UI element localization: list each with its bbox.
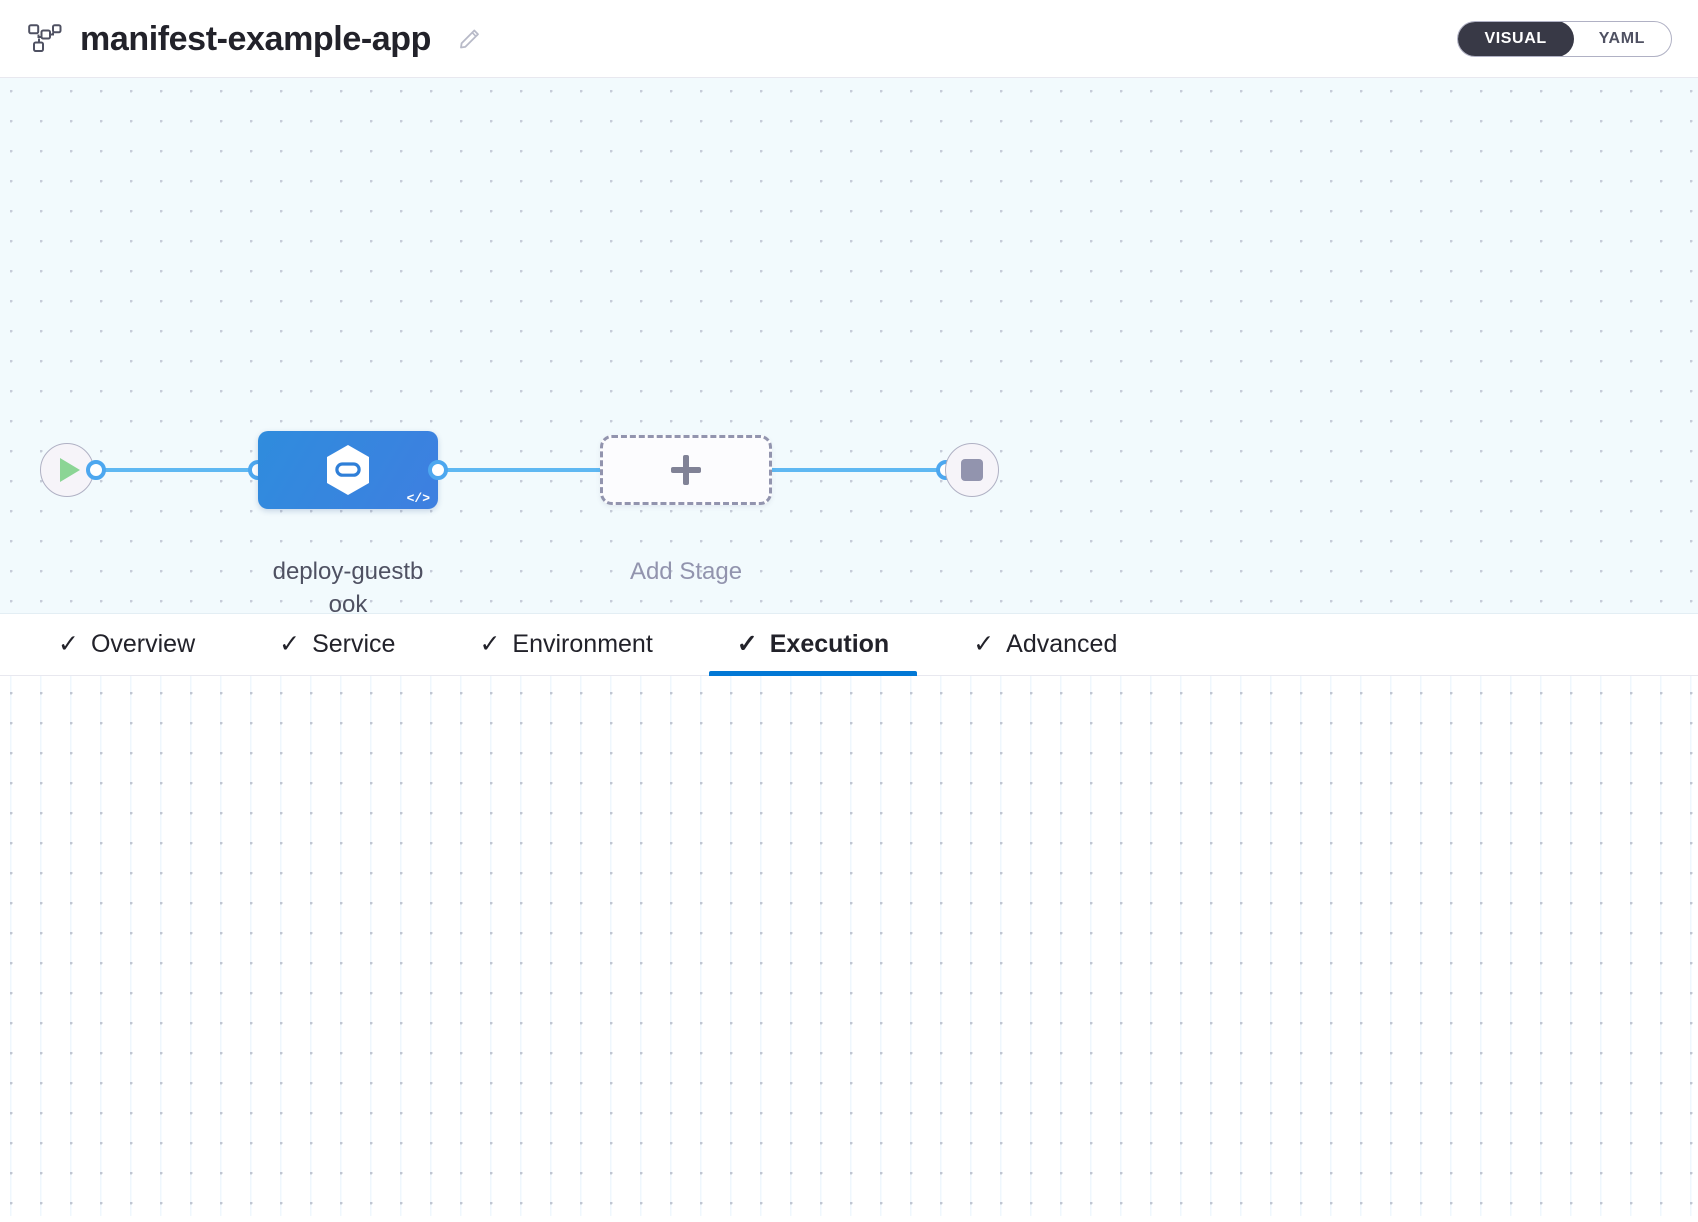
tab-service[interactable]: ✓ Service (251, 614, 423, 675)
stage-node-label: deploy-guestbook (272, 558, 424, 614)
header-left-group: manifest-example-app (28, 22, 483, 56)
edge-stage-to-addstage (425, 468, 605, 472)
check-icon: ✓ (58, 630, 79, 658)
tab-execution[interactable]: ✓ Execution (708, 614, 918, 676)
tab-advanced[interactable]: ✓ Advanced (945, 614, 1145, 675)
pipeline-start-node (40, 443, 94, 497)
port-stage-out (428, 460, 448, 480)
tab-label: Execution (769, 630, 890, 658)
check-icon: ✓ (736, 630, 758, 658)
tab-label: Overview (90, 630, 196, 658)
harness-cd-hexagon-icon (321, 443, 375, 497)
view-toggle-visual[interactable]: VISUAL (1458, 21, 1574, 56)
tab-label: Environment (512, 630, 653, 658)
tab-label: Service (312, 630, 396, 658)
pipeline-hierarchy-icon (28, 23, 62, 52)
stop-icon (961, 459, 983, 481)
view-mode-toggle[interactable]: VISUAL YAML (1457, 20, 1672, 57)
tab-overview[interactable]: ✓ Overview (30, 614, 223, 675)
check-icon: ✓ (973, 630, 995, 658)
plus-icon (671, 455, 701, 485)
port-start-out (86, 460, 106, 480)
tab-environment[interactable]: ✓ Environment (451, 614, 680, 675)
add-stage-label: Add Stage (629, 558, 743, 585)
play-icon (60, 458, 80, 482)
stage-config-tabs[interactable]: ✓ Overview ✓ Service ✓ Environment ✓ Exe… (0, 614, 1698, 676)
header-right-group: VISUAL YAML (1457, 20, 1672, 57)
tab-label: Advanced (1006, 630, 1118, 658)
page-title: manifest-example-app (80, 19, 431, 58)
stage-code-badge: </> (406, 491, 430, 506)
edge-start-to-stage (95, 468, 255, 472)
stage-node-deploy-guestbook[interactable]: </> (258, 431, 438, 509)
execution-steps-canvas[interactable]: HarnessApproval_1 </> K8sCanaryDeploy_1 … (0, 676, 1698, 1216)
view-toggle-yaml[interactable]: YAML (1573, 22, 1671, 56)
pencil-edit-icon[interactable] (457, 26, 483, 52)
add-stage-button[interactable] (600, 435, 772, 505)
stage-graph-canvas[interactable]: </> deploy-guestbook Add Stage (0, 78, 1698, 614)
check-icon: ✓ (479, 630, 501, 658)
app-header: manifest-example-app VISUAL YAML (0, 0, 1698, 78)
check-icon: ✓ (279, 630, 301, 658)
pipeline-end-node (945, 443, 999, 497)
edge-addstage-to-end (770, 468, 945, 472)
